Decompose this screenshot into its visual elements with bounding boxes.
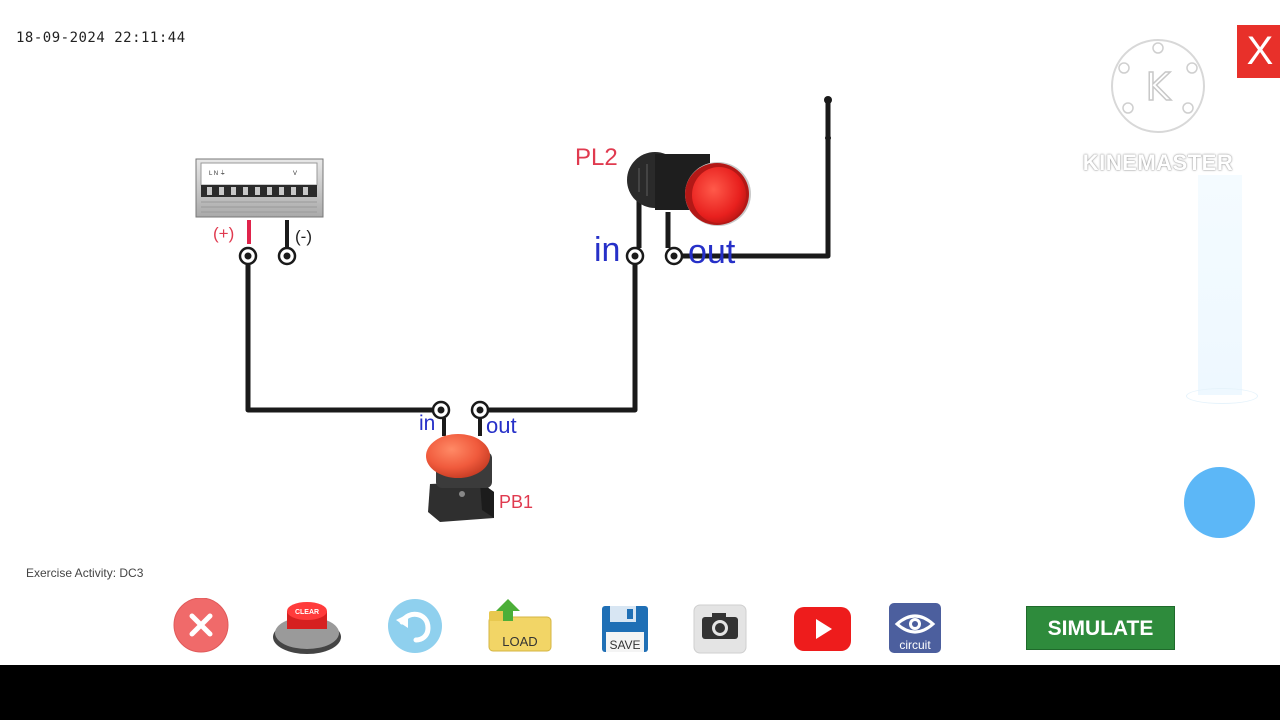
wire-pl2-out[interactable]	[671, 97, 831, 259]
save-button[interactable]: SAVE	[600, 604, 650, 654]
wire-bend-node	[825, 135, 831, 141]
terminal-psu-plus[interactable]	[238, 246, 258, 266]
load-label: LOAD	[502, 634, 537, 649]
bottom-black-bar	[0, 665, 1280, 720]
pl2-in-label: in	[594, 231, 621, 269]
clear-button[interactable]: CLEAR	[271, 597, 343, 657]
terminal-psu-minus[interactable]	[277, 246, 297, 266]
simulate-button[interactable]: SIMULATE	[1026, 606, 1175, 650]
upload-arrow-icon	[496, 599, 520, 621]
undo-button[interactable]	[386, 598, 444, 654]
close-button[interactable]: X	[1237, 25, 1280, 78]
kinemaster-logo-icon: K	[1111, 39, 1205, 133]
eye-icon	[894, 614, 936, 634]
terminal-pl2-out[interactable]	[664, 246, 684, 266]
pilot-lamp-pl2[interactable]	[625, 150, 755, 230]
clear-label: CLEAR	[295, 609, 319, 616]
zoom-slider-track[interactable]	[1198, 175, 1242, 395]
pl2-out-label: out	[688, 233, 736, 271]
load-button[interactable]: LOAD	[486, 595, 554, 655]
pb1-name-label: PB1	[499, 492, 534, 512]
timestamp: 18-09-2024 22:11:44	[16, 30, 186, 46]
circuit-label: circuit	[899, 638, 931, 652]
terminal-pl2-in[interactable]	[625, 246, 645, 266]
pl2-name-label: PL2	[575, 144, 618, 171]
terminal-pb1-out[interactable]	[470, 400, 490, 420]
svg-text:K: K	[1146, 65, 1172, 109]
camera-icon	[702, 613, 738, 639]
wires-layer	[238, 96, 832, 436]
circuit-view-button[interactable]: circuit	[888, 602, 942, 654]
wire-end-node[interactable]	[824, 96, 832, 104]
camera-button[interactable]	[692, 603, 748, 655]
kinemaster-watermark: K KINEMASTER	[1072, 38, 1244, 178]
exercise-label: Exercise Activity: DC3	[26, 566, 144, 580]
kinemaster-text: KINEMASTER	[1082, 150, 1234, 175]
push-button-pb1[interactable]	[422, 430, 502, 524]
youtube-button[interactable]	[792, 605, 852, 653]
delete-button[interactable]	[172, 598, 232, 654]
svg-text:V: V	[293, 171, 297, 177]
terminal-pb1-in[interactable]	[431, 400, 451, 420]
pb1-out-label: out	[486, 413, 517, 438]
wire-psu-to-pb1[interactable]	[245, 253, 444, 413]
svg-text:L N ⏚: L N ⏚	[209, 170, 226, 177]
save-label: SAVE	[609, 638, 640, 652]
wire-pb1-to-pl2[interactable]	[477, 253, 638, 413]
pb1-in-label: in	[419, 412, 436, 435]
slider-base	[1186, 388, 1258, 404]
circuit-canvas[interactable]: 18-09-2024 22:11:44 L N ⏚	[0, 0, 1280, 665]
undo-icon	[399, 611, 431, 643]
x-circle-icon	[189, 613, 213, 637]
psu-plus-label: (+)	[213, 224, 235, 243]
zoom-slider-knob[interactable]	[1184, 467, 1255, 538]
power-supply[interactable]: L N ⏚ V	[195, 158, 325, 220]
psu-minus-label: (-)	[295, 227, 312, 246]
